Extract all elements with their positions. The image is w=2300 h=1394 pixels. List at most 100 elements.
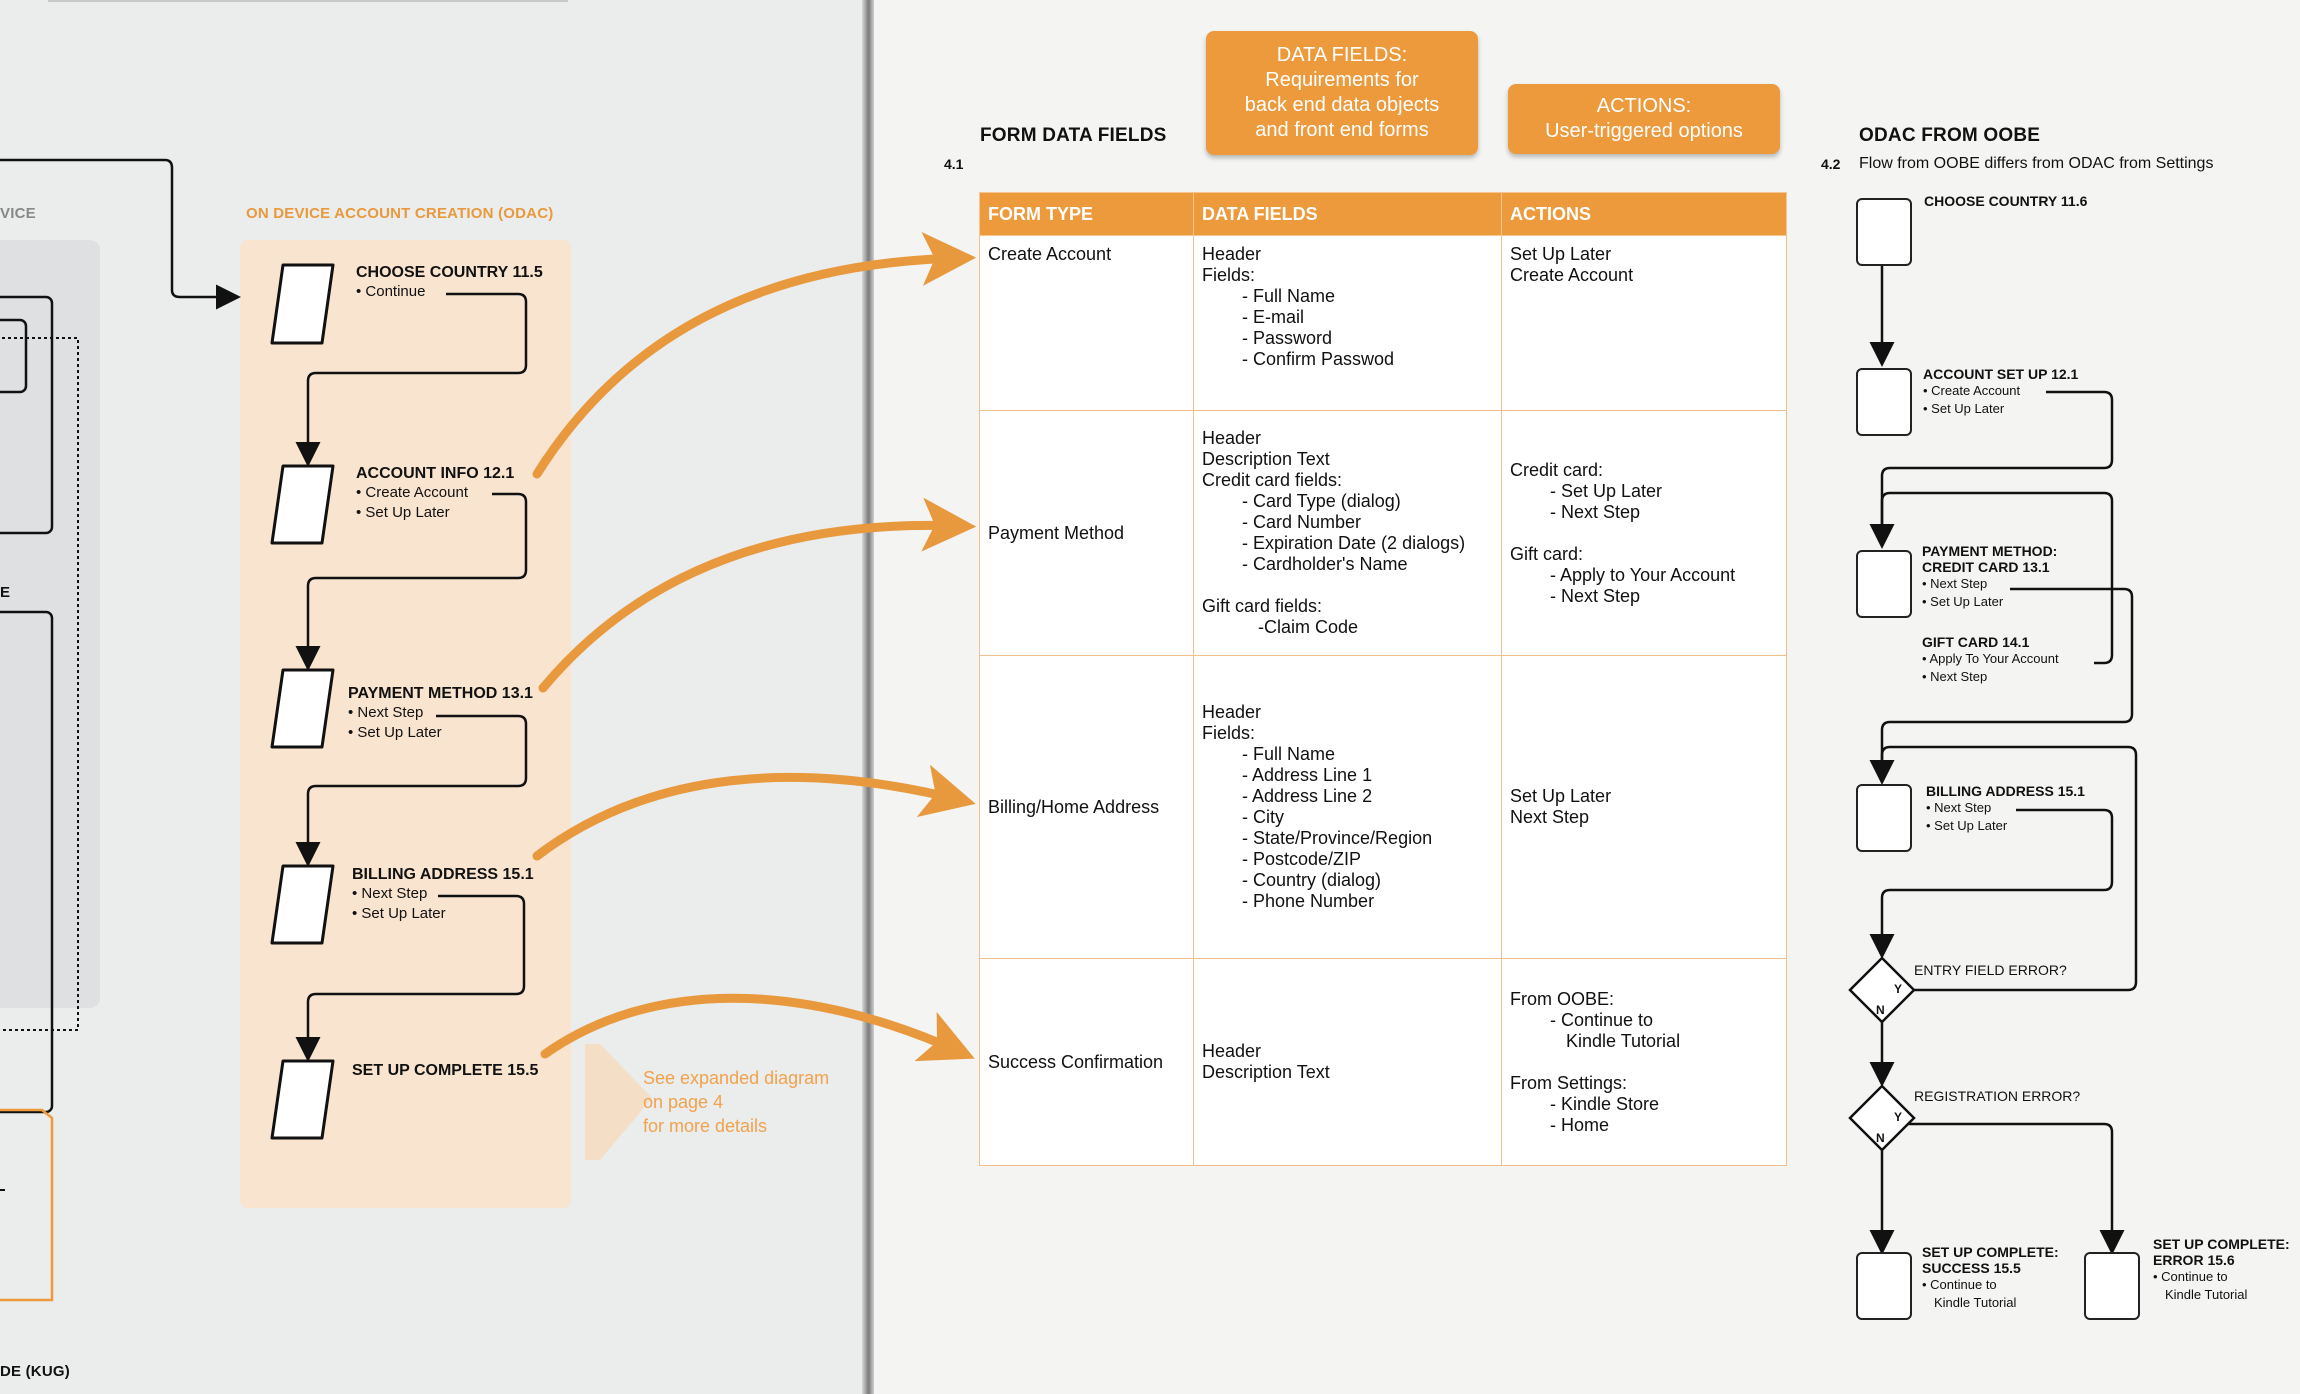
step-title: SET UP COMPLETE: [1922, 1244, 2059, 1260]
expanded-diagram-note: See expanded diagram on page 4 for more … [643, 1066, 829, 1138]
data-field-line: - E-mail [1242, 307, 1304, 327]
device-flow-panel [0, 240, 100, 1008]
form-type-label: Payment Method [988, 522, 1125, 543]
oobe-success: SET UP COMPLETE: SUCCESS 15.5 • Continue… [1922, 1244, 2059, 1312]
data-field-line: Header [1202, 244, 1262, 264]
action-line: - Apply to Your Account [1550, 564, 1736, 585]
step-title: BILLING ADDRESS 15.1 [1926, 783, 2085, 799]
action-line: Gift card: [1510, 543, 1584, 564]
callout-line: ACTIONS: [1596, 95, 1692, 117]
data-field-line: - Cardholder's Name [1242, 554, 1408, 574]
step-choose-country: CHOOSE COUNTRY 11.5 • Continue [356, 264, 543, 302]
oobe-gift-card: GIFT CARD 14.1 • Apply To Your Account •… [1922, 634, 2059, 686]
data-field-line: - Phone Number [1242, 891, 1375, 911]
step-bullet: • Continue [356, 283, 426, 300]
top-rule [48, 0, 568, 2]
callout-line: and front end forms [1255, 119, 1429, 141]
form-type-label: Success Confirmation [988, 1051, 1164, 1072]
step-title: ACCOUNT INFO 12.1 [356, 465, 515, 482]
note-line: for more details [643, 1116, 768, 1136]
arrow-account-info [532, 231, 977, 479]
step-bullet: • Next Step [1922, 669, 1988, 684]
step-bullet: Kindle Tutorial [2165, 1287, 2248, 1302]
data-field-line: - Expiration Date (2 dialogs) [1242, 533, 1466, 553]
note-line: See expanded diagram [643, 1068, 830, 1088]
action-line: From Settings: [1510, 1072, 1628, 1093]
step-title: ERROR 15.6 [2153, 1252, 2235, 1268]
step-title: GIFT CARD 14.1 [1922, 634, 2030, 650]
step-bullet: Kindle Tutorial [1934, 1295, 2017, 1310]
action-line: Set Up Later [1510, 244, 1612, 264]
step-title: CREDIT CARD 13.1 [1922, 559, 2050, 575]
action-line: Set Up Later [1510, 786, 1612, 806]
step-bullet: • Set Up Later [348, 724, 442, 741]
action-line: From OOBE: [1510, 988, 1615, 1009]
form-type-cell: Payment Method [979, 410, 1194, 656]
left-flow-lines [0, 158, 652, 1302]
data-field-line: - Country (dialog) [1242, 870, 1382, 890]
form-type-label: Create Account [988, 244, 1112, 264]
header-form-type: FORM TYPE [979, 192, 1194, 236]
step-bullet: • Next Step [352, 885, 428, 902]
oobe-payment-method: PAYMENT METHOD: CREDIT CARD 13.1 • Next … [1922, 543, 2057, 611]
no-marker: N [1876, 1131, 1885, 1145]
form-type-cell: Success Confirmation [979, 958, 1194, 1166]
header-actions: ACTIONS [1501, 192, 1787, 236]
arrow-billing-address [532, 764, 976, 861]
form-type-label: Billing/Home Address [988, 796, 1160, 817]
step-title: ACCOUNT SET UP 12.1 [1923, 366, 2079, 382]
data-field-line: Header [1202, 702, 1262, 722]
section-number: 4.1 [944, 156, 964, 172]
step-account-info: ACCOUNT INFO 12.1 • Create Account • Set… [356, 465, 514, 523]
data-field-line: - Address Line 2 [1242, 786, 1373, 806]
step-billing-address: BILLING ADDRESS 15.1 • Next Step • Set U… [352, 866, 534, 924]
data-field-line: -Claim Code [1258, 617, 1359, 637]
yes-marker: Y [1894, 1110, 1903, 1124]
data-field-line: Gift card fields: [1202, 596, 1323, 616]
oobe-account-setup: ACCOUNT SET UP 12.1 • Create Account • S… [1923, 366, 2078, 418]
step-title: PAYMENT METHOD: [1922, 543, 2058, 559]
data-field-line: - Postcode/ZIP [1242, 849, 1362, 869]
step-bullet: • Apply To Your Account [1922, 651, 2059, 666]
form-type-cell: Billing/Home Address [979, 655, 1194, 959]
step-bullet: • Continue to [2153, 1269, 2228, 1284]
data-field-line: - Confirm Passwod [1242, 349, 1395, 369]
section-label-fragment: E [0, 584, 11, 601]
yes-marker: Y [1894, 982, 1903, 996]
step-bullet: • Set Up Later [1926, 818, 2008, 833]
step-title: CHOOSE COUNTRY 11.5 [356, 264, 543, 281]
step-title: BILLING ADDRESS 15.1 [352, 866, 534, 883]
data-field-line: - City [1242, 807, 1284, 827]
action-line: - Kindle Store [1550, 1093, 1660, 1114]
action-line: - Next Step [1550, 501, 1641, 522]
registration-error-question: REGISTRATION ERROR? [1914, 1088, 2081, 1104]
action-line: - Set Up Later [1550, 480, 1663, 501]
form-data-fields-title: FORM DATA FIELDS [980, 125, 1167, 146]
screen-box-choose-country [1856, 198, 1912, 266]
oobe-error: SET UP COMPLETE: ERROR 15.6 • Continue t… [2153, 1236, 2290, 1304]
data-field-line: Header [1202, 1041, 1262, 1061]
step-title: SET UP COMPLETE: [2153, 1236, 2290, 1252]
step-bullet: • Set Up Later [352, 905, 446, 922]
step-title: PAYMENT METHOD 13.1 [348, 685, 533, 702]
step-bullet: • Create Account [1923, 383, 2021, 398]
step-bullet: • Set Up Later [1923, 401, 2005, 416]
action-line: Next Step [1510, 807, 1590, 827]
data-fields-callout: DATA FIELDS: Requirements for back end d… [1206, 31, 1478, 155]
callout-line: User-triggered options [1545, 120, 1743, 142]
entry-field-error-question: ENTRY FIELD ERROR? [1914, 962, 2067, 978]
device-label-fragment: VICE [0, 205, 36, 222]
step-bullet: • Continue to [1922, 1277, 1997, 1292]
actions-callout: ACTIONS: User-triggered options [1508, 84, 1780, 154]
data-field-line: - State/Province/Region [1242, 828, 1433, 848]
